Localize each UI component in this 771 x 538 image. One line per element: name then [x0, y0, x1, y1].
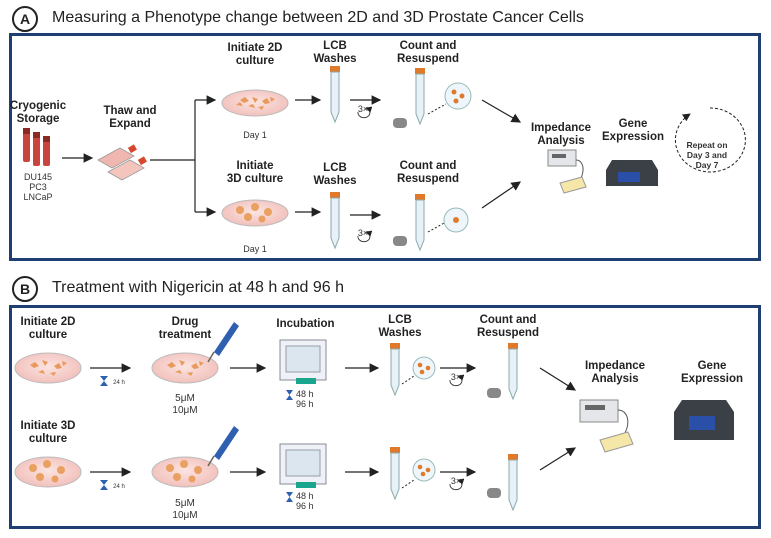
dish-2d-b-icon — [14, 352, 82, 384]
pcr-machine-b-icon — [674, 400, 734, 440]
incubator-bottom-icon — [279, 443, 327, 488]
section-a-title: Measuring a Phenotype change between 2D … — [52, 9, 584, 26]
times3-a-bottom: 3× — [357, 228, 369, 238]
hours24-a: 24 h — [113, 380, 125, 386]
day1-top-label: Day 1 — [243, 130, 267, 140]
incubator-top-icon — [279, 339, 327, 384]
dish-2d-a-icon — [221, 89, 289, 117]
section-b-badge: B — [12, 276, 38, 302]
impedance-analyzer-a-icon — [547, 149, 587, 194]
incubation-label: Incubation — [276, 318, 335, 330]
section-a-badge: A — [12, 6, 38, 32]
count-tube-b-bottom-icon — [487, 454, 518, 512]
count-tube-a-top-icon — [393, 68, 472, 128]
lcb-tube-b-top-icon — [390, 343, 436, 397]
count-tube-b-top-icon — [487, 343, 518, 401]
count-tube-a-bottom-icon — [393, 194, 469, 252]
hourglass-c-icon — [286, 390, 293, 400]
repeat-cycle-icon — [674, 107, 746, 173]
hourglass-b-icon — [100, 480, 108, 490]
cryo-vials-icon — [23, 128, 50, 166]
times3-a-top: 3× — [357, 104, 369, 114]
dish-3d-a-icon — [221, 199, 289, 227]
hourglass-d-icon — [286, 492, 293, 502]
drug-dish-3d-icon — [151, 456, 219, 488]
section-b-title: Treatment with Nigericin at 48 h and 96 … — [52, 279, 345, 296]
hours24-b: 24 h — [113, 484, 125, 490]
pipette-top-icon — [207, 322, 239, 363]
drug-dish-2d-icon — [151, 352, 219, 384]
times3-b-top: 3× — [450, 372, 462, 382]
lcb-tube-b-bottom-icon — [390, 447, 436, 501]
times3-b-bottom: 3× — [450, 476, 462, 486]
impedance-analyzer-b-icon — [579, 399, 634, 453]
lcb-tube-a-top-icon — [330, 66, 340, 124]
hourglass-a-icon — [100, 376, 108, 386]
day1-bottom-label: Day 1 — [243, 244, 267, 254]
pipette-bottom-icon — [207, 426, 239, 467]
culture-flasks-icon — [97, 144, 147, 181]
section-a-panel — [9, 33, 761, 261]
lcb-tube-a-bottom-icon — [330, 192, 340, 250]
dish-3d-b-icon — [14, 456, 82, 488]
pcr-machine-a-icon — [606, 160, 658, 186]
section-b-panel — [9, 305, 761, 529]
